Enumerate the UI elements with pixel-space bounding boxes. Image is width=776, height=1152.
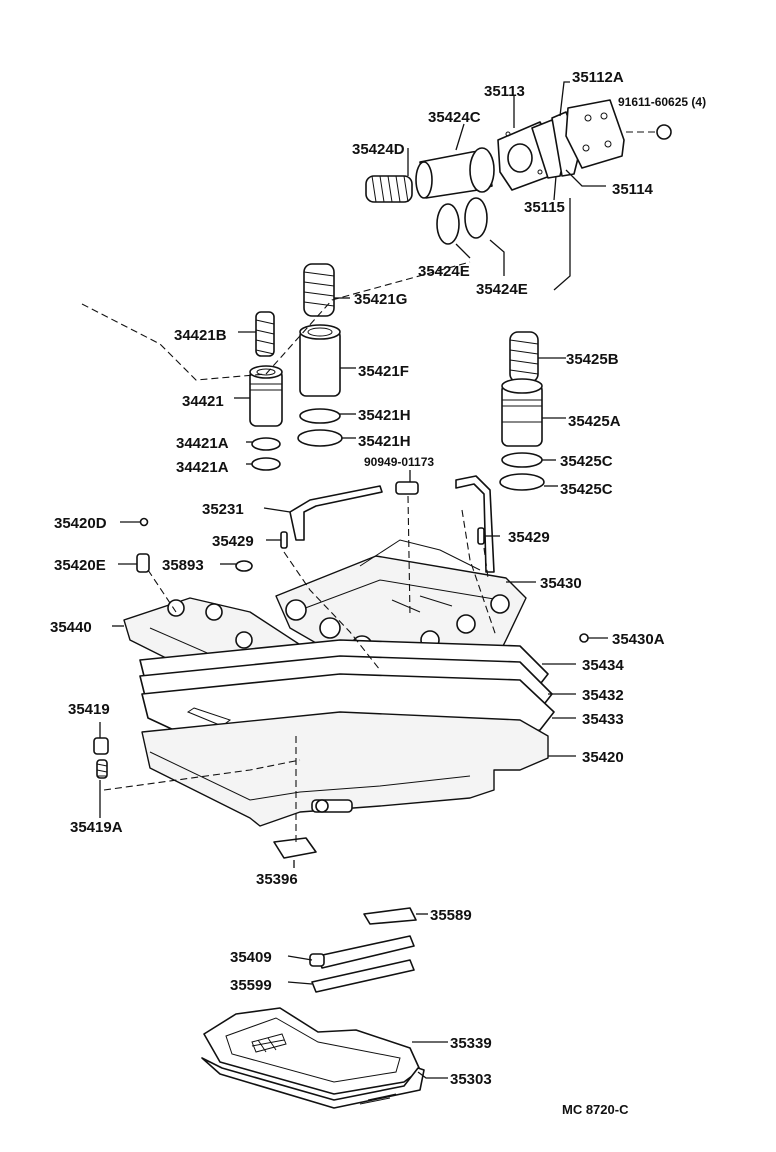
label-35231: 35231 [202,501,244,518]
label-35419A: 35419A [70,819,123,836]
spring-35421G [303,263,335,317]
oring-35421H-b [297,429,343,447]
label-35425C-a: 35425C [560,453,613,470]
piston-35421F [299,324,341,397]
label-35430A: 35430A [612,631,665,648]
plate-35112A [565,99,625,169]
label-35425A: 35425A [568,413,621,430]
label-35429-b: 35429 [508,529,550,546]
label-35115: 35115 [524,199,565,216]
part-labels: 35112A 35113 91611-60625 (4) 35424C 3542… [50,69,706,1117]
ball-35420D [139,517,149,527]
label-35421H-a: 35421H [358,407,411,424]
label-35421G: 35421G [354,291,407,308]
label-35339: 35339 [450,1035,492,1052]
bolt-91611 [656,124,672,140]
label-35409: 35409 [230,949,272,966]
piston-35425A [501,378,543,447]
pin-35429-a [280,531,288,549]
accumulator-pistons-group [249,263,545,491]
label-35420E: 35420E [54,557,106,574]
label-35396: 35396 [256,871,298,888]
valve-body-35420 [141,711,549,827]
label-35433: 35433 [582,711,624,728]
label-35112A: 35112A [572,69,624,86]
oring-35421H-a [299,408,341,424]
label-35421H-b: 35421H [358,433,411,450]
label-35430: 35430 [540,575,582,592]
label-35425B: 35425B [566,351,619,368]
label-35425C-b: 35425C [560,481,613,498]
oring-35425C-a [501,452,543,468]
ball-35430A [579,633,589,643]
pipe-35231 [289,485,383,541]
label-34421A-b: 34421A [176,459,229,476]
label-35114: 35114 [612,181,654,198]
pipe-35231-b [455,475,495,573]
gasket-35339 [203,1007,421,1095]
spring-35424D [365,175,413,203]
label-35440: 35440 [50,619,92,636]
strainer-35396 [273,837,317,859]
magnet-35409 [309,935,415,969]
oring-34421A-b [251,457,281,471]
label-34421: 34421 [182,393,224,410]
leader-lines [81,81,656,1079]
plug-35419 [93,737,109,755]
spring-35425B [509,331,539,383]
label-34421A-a: 34421A [176,435,229,452]
label-91611-60625: 91611-60625 (4) [618,95,706,109]
label-35424C: 35424C [428,109,481,126]
label-35432: 35432 [582,687,624,704]
clamp-90949 [395,481,419,495]
check-35893 [235,560,253,572]
label-35303: 35303 [450,1071,492,1088]
label-35424D: 35424D [352,141,405,158]
oring-34421A-a [251,437,281,451]
gasket-35114 [531,111,581,179]
label-35589: 35589 [430,907,472,924]
label-35424E-a: 35424E [418,263,470,280]
strainer-35599 [311,959,415,993]
spring-35419A [96,759,108,779]
label-90949-01173: 90949-01173 [364,455,434,469]
spring-35420E [136,553,150,573]
label-35421F: 35421F [358,363,409,380]
label-35420: 35420 [582,749,624,766]
label-35599: 35599 [230,977,272,994]
diagram-code-label: MC 8720-C [562,1102,629,1117]
label-35434: 35434 [582,657,624,674]
piston-34421 [249,365,283,427]
label-34421B: 34421B [174,327,227,344]
valve-body-group [93,475,589,859]
oil-pan-group [201,907,425,1109]
label-35424E-b: 35424E [476,281,528,298]
oring-35424E-b [464,197,488,239]
oring-35424E-a [436,203,460,245]
oil-pan-35303 [201,1057,425,1109]
oring-35425C-b [499,473,545,491]
accumulator-cover-group [365,99,672,245]
pin-35429-b [477,527,485,545]
plate-35589 [363,907,417,925]
label-35419: 35419 [68,701,110,718]
label-35429-a: 35429 [212,533,254,550]
spring-34421B [255,311,275,357]
label-35420D: 35420D [54,515,107,532]
piston-35424C [415,147,495,199]
label-35113: 35113 [484,83,525,100]
label-35893: 35893 [162,557,204,574]
